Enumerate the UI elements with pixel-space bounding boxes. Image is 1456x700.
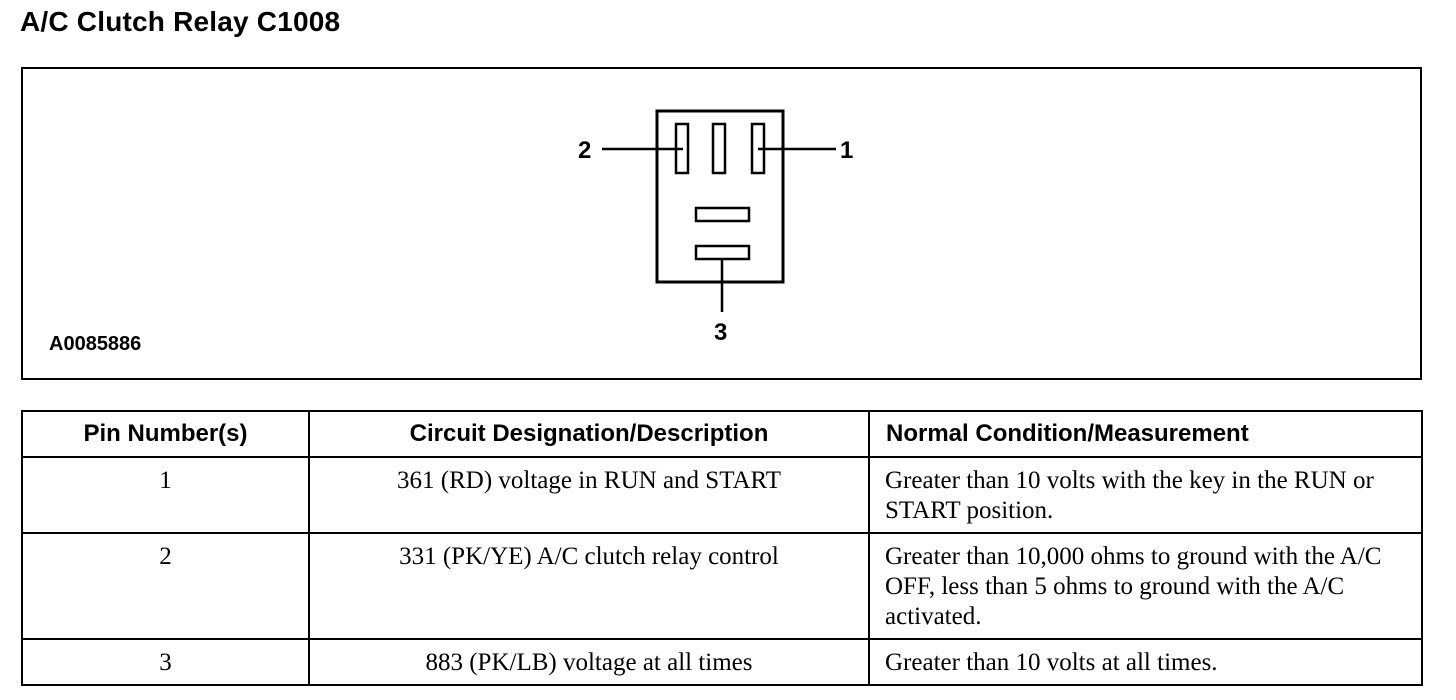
table-row: 3 883 (PK/LB) voltage at all times Great… — [21, 638, 1423, 686]
cell-circuit: 361 (RD) voltage in RUN and START — [308, 456, 870, 534]
table-row: 2 331 (PK/YE) A/C clutch relay control G… — [21, 532, 1423, 640]
header-condition: Normal Condition/Measurement — [868, 410, 1423, 458]
cell-circuit: 883 (PK/LB) voltage at all times — [308, 638, 870, 686]
terminal-blade-3 — [694, 244, 751, 261]
connector-diagram: 2 1 3 A0085886 — [21, 67, 1422, 380]
header-pin-numbers: Pin Number(s) — [21, 410, 310, 458]
cell-pin: 1 — [21, 456, 310, 534]
table-header-row: Pin Number(s) Circuit Designation/Descri… — [21, 410, 1423, 458]
pin-label-2: 2 — [578, 137, 591, 164]
figure-id: A0085886 — [49, 333, 142, 355]
connector-housing — [655, 109, 785, 284]
cell-condition: Greater than 10 volts at all times. — [868, 638, 1423, 686]
cell-pin: 3 — [21, 638, 310, 686]
pin-table: Pin Number(s) Circuit Designation/Descri… — [21, 410, 1423, 686]
pin-label-3: 3 — [714, 319, 727, 346]
cell-pin: 2 — [21, 532, 310, 640]
terminal-blade-center — [711, 122, 727, 175]
cell-circuit: 331 (PK/YE) A/C clutch relay control — [308, 532, 870, 640]
cell-condition: Greater than 10 volts with the key in th… — [868, 456, 1423, 534]
header-circuit: Circuit Designation/Description — [308, 410, 870, 458]
connector-drawing: 2 1 3 — [578, 109, 853, 346]
page-title: A/C Clutch Relay C1008 — [20, 6, 341, 37]
table-row: 1 361 (RD) voltage in RUN and START Grea… — [21, 456, 1423, 534]
terminal-blade-horizontal — [694, 206, 751, 223]
pin-label-1: 1 — [840, 137, 853, 164]
cell-condition: Greater than 10,000 ohms to ground with … — [868, 532, 1423, 640]
